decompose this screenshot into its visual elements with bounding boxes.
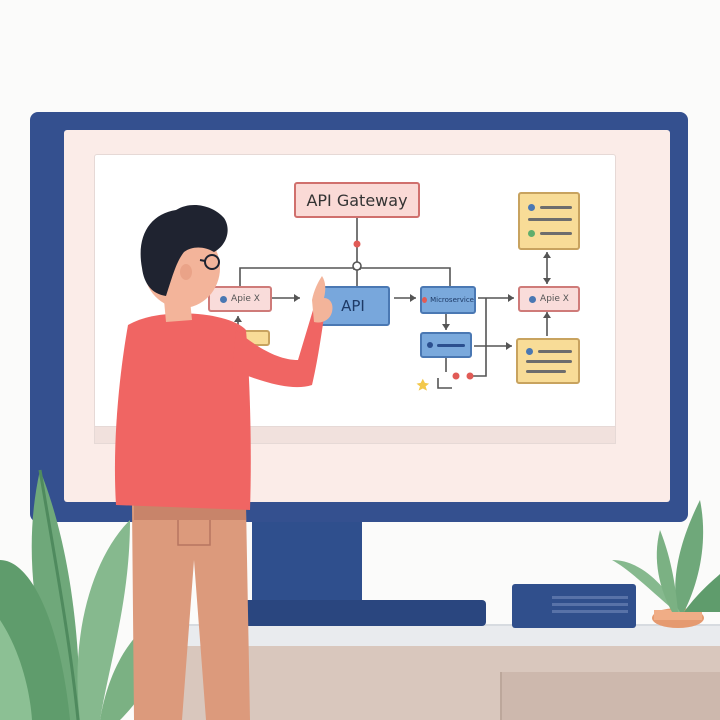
service-dot-icon [422,297,428,303]
api-label: API [341,297,365,315]
service-dot-icon [529,295,537,303]
microservice-label: Microservice [430,296,474,304]
card-line [538,350,572,353]
api-node: API [316,286,390,326]
card-dot-icon [528,230,535,237]
info-card-small [238,330,270,346]
service-dot-icon [427,342,433,348]
api-gateway-node: API Gateway [294,182,420,218]
card-line [540,232,572,235]
card-line [526,370,566,373]
device-vent [552,596,628,599]
card-line [528,218,572,221]
device-vent [552,610,628,613]
left-service-label: Apie X [231,294,260,304]
microservice-node: Microservice [420,286,476,314]
desk-drawer [500,672,720,720]
monitor-stand-base [244,600,486,626]
far-service-node: Apie X [518,286,580,312]
service-dot-icon [220,295,228,303]
left-service-node: Apie X [208,286,272,312]
info-card-top [518,192,580,250]
monitor-stand-neck [252,522,362,602]
device-vent [552,603,628,606]
info-card-bottom [516,338,580,384]
card-dot-icon [528,204,535,211]
card-line [526,360,572,363]
card-dot-icon [526,348,533,355]
card-line [540,206,572,209]
api-gateway-label: API Gateway [306,190,408,210]
far-service-label: Apie X [540,294,569,304]
service-node [420,332,472,358]
service-line [437,343,465,347]
